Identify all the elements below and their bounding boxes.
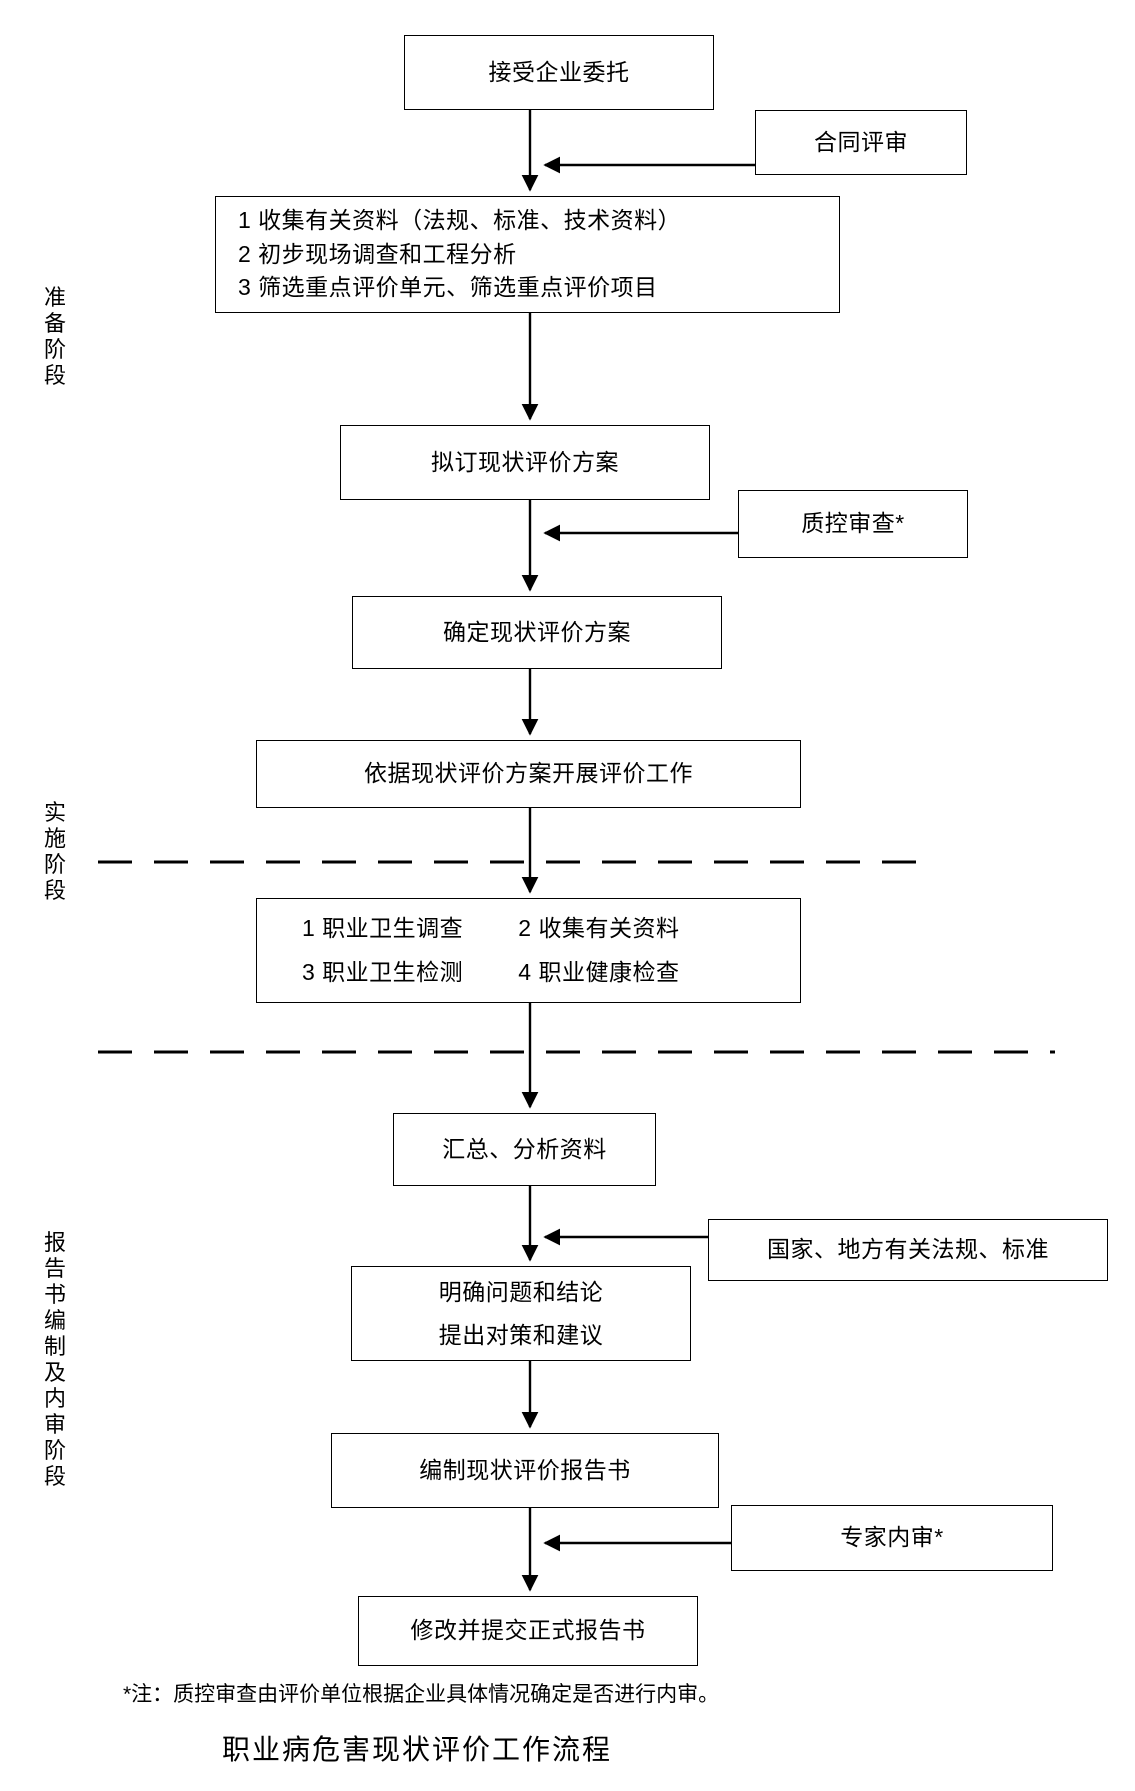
node-expert-review[interactable]: 专家内审*: [731, 1505, 1053, 1571]
node-collect-info[interactable]: 1 收集有关资料（法规、标准、技术资料） 2 初步现场调查和工程分析 3 筛选重…: [215, 196, 840, 313]
node-collect-info-line-3: 3 筛选重点评价单元、筛选重点评价项目: [238, 274, 658, 301]
node-accept-commission-text: 接受企业委托: [488, 58, 630, 85]
node-summarize-text: 汇总、分析资料: [442, 1135, 607, 1162]
node-compile-report[interactable]: 编制现状评价报告书: [331, 1433, 719, 1508]
node-summarize[interactable]: 汇总、分析资料: [393, 1113, 656, 1186]
diagram-title: 职业病危害现状评价工作流程: [222, 1734, 613, 1765]
node-confirm-plan-text: 确定现状评价方案: [443, 618, 631, 645]
node-contract-review[interactable]: 合同评审: [755, 110, 967, 175]
node-conclusions-line-1: 明确问题和结论: [438, 1278, 604, 1305]
node-collect-info-line-2: 2 初步现场调查和工程分析: [238, 240, 517, 267]
node-collect-info-line-1: 1 收集有关资料（法规、标准、技术资料）: [238, 207, 682, 234]
node-draft-plan[interactable]: 拟订现状评价方案: [340, 425, 710, 500]
stage-label-implementation: 实施阶段: [43, 800, 66, 903]
stage-label-report: 报告书编制及内审阶段: [43, 1230, 66, 1489]
footnote: *注：质控审查由评价单位根据企业具体情况确定是否进行内审。: [123, 1683, 720, 1706]
node-expert-review-text: 专家内审*: [840, 1524, 944, 1551]
node-compile-report-text: 编制现状评价报告书: [419, 1456, 631, 1483]
node-regulations-text: 国家、地方有关法规、标准: [767, 1236, 1049, 1263]
stage-label-preparation: 准备阶段: [43, 285, 66, 388]
node-carry-out-text: 依据现状评价方案开展评价工作: [364, 760, 693, 787]
node-final-report[interactable]: 修改并提交正式报告书: [358, 1596, 698, 1666]
node-draft-plan-text: 拟订现状评价方案: [431, 448, 619, 475]
node-conclusions-line-2: 提出对策和建议: [438, 1321, 604, 1348]
node-quality-review[interactable]: 质控审查*: [738, 490, 968, 558]
node-regulations[interactable]: 国家、地方有关法规、标准: [708, 1219, 1108, 1281]
node-field-work-line-2: 3 职业卫生检测 4 职业健康检查: [302, 958, 680, 985]
node-quality-review-text: 质控审查*: [801, 510, 905, 537]
node-conclusions[interactable]: 明确问题和结论 提出对策和建议: [351, 1266, 691, 1361]
node-confirm-plan[interactable]: 确定现状评价方案: [352, 596, 722, 669]
node-final-report-text: 修改并提交正式报告书: [410, 1617, 646, 1644]
node-contract-review-text: 合同评审: [814, 128, 908, 155]
node-accept-commission[interactable]: 接受企业委托: [404, 35, 714, 110]
node-carry-out[interactable]: 依据现状评价方案开展评价工作: [256, 740, 801, 808]
node-field-work-line-1: 1 职业卫生调查 2 收集有关资料: [302, 914, 680, 941]
node-field-work[interactable]: 1 职业卫生调查 2 收集有关资料 3 职业卫生检测 4 职业健康检查: [256, 898, 801, 1003]
